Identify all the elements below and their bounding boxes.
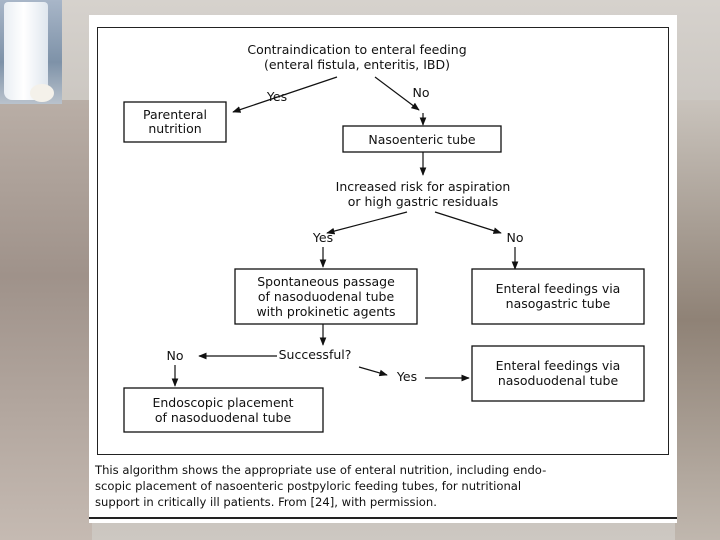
diagram-frame (97, 27, 669, 455)
start-condition-line-1: Contraindication to enteral feeding (247, 42, 466, 57)
nasoduodenal-line-1: Enteral feedings via (496, 358, 621, 373)
label-no-1: No (413, 85, 430, 100)
spontaneous-line-2: of nasoduodenal tube (258, 289, 395, 304)
arrow-risk-to-no (434, 211, 502, 234)
bottom-divider (89, 517, 677, 519)
risk-condition-line-1: Increased risk for aspiration (336, 179, 511, 194)
start-condition-line-2: (enteral fistula, enteritis, IBD) (264, 57, 450, 72)
spontaneous-passage-box (234, 268, 418, 325)
background-left (0, 100, 92, 540)
nasoduodenal-feeding-box (471, 345, 645, 402)
label-yes-3: Yes (396, 369, 417, 384)
background-right (675, 100, 720, 540)
endoscopic-line-1: Endoscopic placement (152, 395, 293, 410)
risk-condition-line-2: or high gastric residuals (348, 194, 499, 209)
parenteral-line-1: Parenteral (143, 107, 207, 122)
flowchart: Contraindication to enteral feeding (ent… (123, 42, 645, 433)
arrow-start-to-parenteral (232, 76, 338, 113)
caption-line-3: support in critically ill patients. From… (95, 495, 437, 509)
label-yes-2: Yes (312, 230, 333, 245)
arrow-start-to-nasoenteric (374, 76, 420, 111)
milk-glass-image (4, 2, 48, 100)
caption-line-1: This algorithm shows the appropriate use… (95, 463, 547, 477)
nasoduodenal-line-2: nasoduodenal tube (498, 373, 619, 388)
label-yes-1: Yes (266, 89, 287, 104)
milk-glass-photo (0, 0, 62, 104)
nasogastric-feeding-box (471, 268, 645, 325)
spontaneous-line-1: Spontaneous passage (257, 274, 395, 289)
egg-image (30, 84, 54, 102)
spontaneous-line-3: with prokinetic agents (256, 304, 395, 319)
successful-question: Successful? (279, 347, 352, 362)
arrow-risk-to-yes (326, 211, 408, 235)
nasoenteric-tube-box (342, 125, 502, 153)
endoscopic-placement-box (123, 387, 324, 433)
label-no-3: No (167, 348, 184, 363)
label-no-2: No (507, 230, 524, 245)
caption-line-2: scopic placement of nasoenteric postpylo… (95, 479, 522, 493)
parenteral-nutrition-box (123, 101, 227, 143)
arrow-successful-to-yes (358, 366, 388, 377)
figure-caption: This algorithm shows the appropriate use… (95, 462, 655, 510)
slide: Contraindication to enteral feeding (ent… (89, 15, 677, 523)
nasogastric-line-1: Enteral feedings via (496, 281, 621, 296)
nasogastric-line-2: nasogastric tube (506, 296, 611, 311)
endoscopic-line-2: of nasoduodenal tube (155, 410, 292, 425)
nasoenteric-label: Nasoenteric tube (368, 132, 476, 147)
parenteral-line-2: nutrition (148, 121, 201, 136)
